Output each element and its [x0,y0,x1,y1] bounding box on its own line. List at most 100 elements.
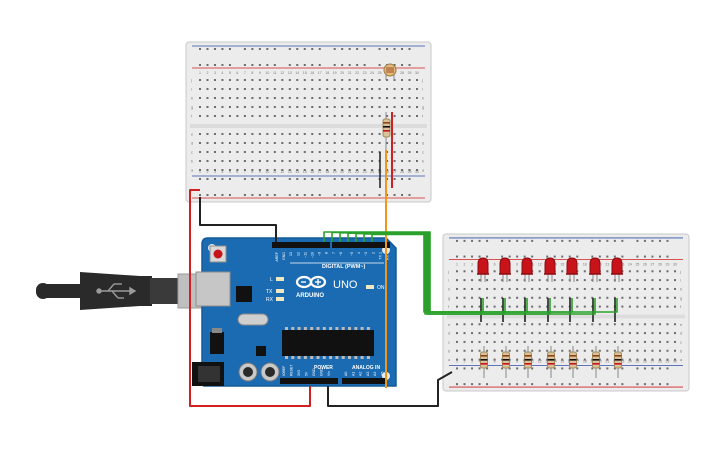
red-led[interactable] [499,257,511,322]
breadboard-top-hole[interactable] [326,79,329,81]
breadboard-right-hole[interactable] [501,349,504,352]
breadboard-right-hole[interactable] [546,296,549,299]
wire-green-bundle[interactable] [323,231,618,315]
breadboard-top-hole[interactable] [213,88,216,90]
breadboard-right-rail-hole[interactable] [456,367,458,370]
breadboard-right-rail-hole[interactable] [591,383,594,386]
breadboard-top-hole[interactable] [296,169,299,171]
breadboard-top-rail-hole[interactable] [199,194,201,196]
breadboard-right-rail-hole[interactable] [516,255,519,258]
breadboard-right-rail-hole[interactable] [561,255,564,258]
breadboard-right-hole[interactable] [471,349,474,352]
breadboard-top-hole[interactable] [199,151,201,153]
breadboard-top-hole[interactable] [273,106,276,108]
breadboard-top-hole[interactable] [378,88,381,90]
breadboard-right-hole[interactable] [523,323,526,326]
breadboard-right-hole[interactable] [553,296,556,299]
breadboard-top-hole[interactable] [408,133,411,135]
breadboard-top-hole[interactable] [273,97,276,99]
breadboard-top-hole[interactable] [386,160,389,162]
breadboard-top-hole[interactable] [326,133,329,135]
breadboard-right-hole[interactable] [674,358,676,361]
breadboard-right-hole[interactable] [613,287,616,290]
breadboard-top-rail-hole[interactable] [311,178,314,180]
breadboard-right-rail-hole[interactable] [576,239,579,242]
breadboard-top-hole[interactable] [243,97,246,99]
breadboard-right-rail-hole[interactable] [456,255,458,258]
breadboard-right-hole[interactable] [471,332,474,335]
breadboard-top-hole[interactable] [206,142,209,144]
breadboard-top-rail-hole[interactable] [288,178,291,180]
breadboard-top-rail-hole[interactable] [408,194,411,196]
breadboard-top-hole[interactable] [371,133,374,135]
breadboard-right-hole[interactable] [568,349,571,352]
breadboard-right-rail-hole[interactable] [508,255,511,258]
breadboard-top-hole[interactable] [408,88,411,90]
breadboard-right-hole[interactable] [493,287,496,290]
breadboard-right-hole[interactable] [636,296,639,299]
breadboard-top-rail-hole[interactable] [401,194,404,196]
breadboard-right-hole[interactable] [576,358,579,361]
breadboard-right-rail-hole[interactable] [471,255,474,258]
breadboard-right-hole[interactable] [493,270,496,273]
breadboard-right-hole[interactable] [456,358,458,361]
breadboard-top-hole[interactable] [378,133,381,135]
breadboard-top-hole[interactable] [243,115,246,117]
breadboard-top-rail-hole[interactable] [258,64,261,66]
breadboard-right-hole[interactable] [658,349,661,352]
breadboard-top-hole[interactable] [251,79,254,81]
breadboard-right-hole[interactable] [658,358,661,361]
breadboard-top-rail-hole[interactable] [266,48,269,50]
breadboard-top-hole[interactable] [206,106,209,108]
breadboard-right-hole[interactable] [478,305,481,308]
breadboard-top-hole[interactable] [303,151,306,153]
breadboard-top-rail-hole[interactable] [333,64,336,66]
breadboard-right-hole[interactable] [636,279,639,282]
breadboard-top-hole[interactable] [318,142,321,144]
breadboard-right-hole[interactable] [516,270,519,273]
breadboard-top-rail-hole[interactable] [243,48,246,50]
breadboard-right-hole[interactable] [606,358,609,361]
breadboard-top-rail-hole[interactable] [363,48,366,50]
breadboard-right-rail-hole[interactable] [508,367,511,370]
breadboard-right-hole[interactable] [628,332,631,335]
breadboard-right-hole[interactable] [546,323,549,326]
breadboard-top-hole[interactable] [266,88,269,90]
breadboard-right-hole[interactable] [463,270,466,273]
breadboard-right-hole[interactable] [651,358,654,361]
breadboard-top-hole[interactable] [199,160,201,162]
breadboard-right-hole[interactable] [478,340,481,343]
breadboard-right-hole[interactable] [658,332,661,335]
breadboard-top-hole[interactable] [288,169,291,171]
breadboard-right-rail-hole[interactable] [666,367,669,370]
breadboard-top-hole[interactable] [288,88,291,90]
breadboard-right-hole[interactable] [456,287,458,290]
breadboard-top-hole[interactable] [378,79,381,81]
breadboard-top-hole[interactable] [311,160,314,162]
breadboard-right-rail-hole[interactable] [478,255,481,258]
breadboard-right-hole[interactable] [516,332,519,335]
breadboard-right-rail-hole[interactable] [516,367,519,370]
breadboard-right-hole[interactable] [471,323,474,326]
breadboard-right-hole[interactable] [561,279,564,282]
breadboard-top-hole[interactable] [228,169,231,171]
breadboard-right-hole[interactable] [576,323,579,326]
breadboard-top-hole[interactable] [333,88,336,90]
led-resistor[interactable] [592,346,600,378]
breadboard-top-rail-hole[interactable] [296,64,299,66]
breadboard-top-hole[interactable] [273,88,276,90]
breadboard-right-hole[interactable] [463,279,466,282]
breadboard-top-hole[interactable] [356,133,359,135]
breadboard-top-hole[interactable] [221,115,224,117]
breadboard-top-rail-hole[interactable] [251,194,254,196]
breadboard-right-hole[interactable] [658,279,661,282]
breadboard-right-rail-hole[interactable] [643,239,646,242]
breadboard-top-hole[interactable] [378,115,381,117]
breadboard-top-hole[interactable] [363,142,366,144]
breadboard-right-hole[interactable] [486,296,489,299]
breadboard-right-hole[interactable] [643,323,646,326]
breadboard-top-hole[interactable] [258,115,261,117]
breadboard-top-hole[interactable] [281,133,284,135]
red-led[interactable] [544,257,556,322]
breadboard-right-hole[interactable] [674,349,676,352]
